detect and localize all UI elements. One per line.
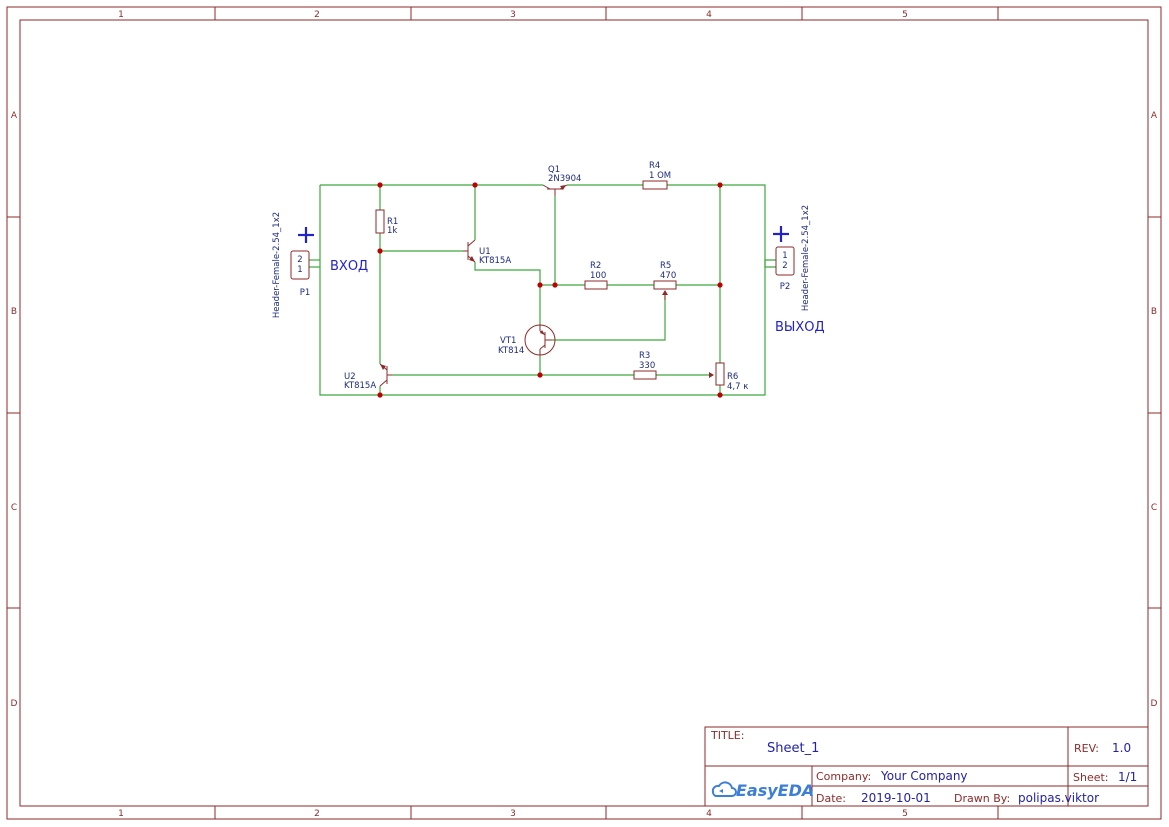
junction	[537, 372, 543, 378]
row-label-a-right: A	[1151, 111, 1158, 121]
col-label-5: 5	[902, 10, 908, 20]
connector-p1: 2 1 P1 Header-Female-2.54_1x2 ВХОД	[272, 212, 368, 318]
drawn-by-value: polipas.viktor	[1018, 791, 1099, 805]
row-label-c-right: C	[1151, 503, 1157, 513]
p1-pin-2: 2	[297, 255, 302, 265]
p1-footprint: Header-Female-2.54_1x2	[272, 212, 282, 318]
r6-ref: R6	[727, 372, 738, 382]
p1-ref: P1	[300, 288, 311, 298]
junction	[377, 248, 383, 254]
row-label-a: A	[11, 111, 18, 121]
r4-value: 1 OM	[649, 171, 671, 181]
col-label-1: 1	[118, 10, 124, 20]
rev-label: REV:	[1074, 742, 1099, 755]
p2-ref: P2	[780, 282, 791, 292]
u2-ref: U2	[344, 372, 356, 382]
r3-value: 330	[639, 361, 655, 371]
col-label-3: 3	[510, 10, 516, 20]
col-label-1-bottom: 1	[118, 809, 124, 819]
junction	[537, 282, 543, 288]
company-value: Your Company	[880, 769, 968, 783]
vt1-ref: VT1	[500, 336, 516, 346]
easyeda-logo-icon	[711, 781, 737, 797]
col-label-5-bottom: 5	[902, 809, 908, 819]
drawing-frame	[6, 6, 1162, 820]
r5-ref: R5	[660, 261, 671, 271]
r2-ref: R2	[590, 261, 601, 271]
q1-value: 2N3904	[548, 174, 581, 184]
p2-pin-1: 1	[782, 251, 787, 261]
sheet-label: Sheet:	[1073, 771, 1109, 784]
row-label-b-right: B	[1151, 307, 1157, 317]
transistor-u2: U2 KT815A	[344, 363, 392, 391]
output-caption: ВЫХОД	[775, 320, 825, 335]
r6-value: 4,7 к	[727, 382, 748, 392]
company-label: Company:	[816, 770, 871, 783]
date-label: Date:	[816, 792, 846, 805]
r3-ref: R3	[639, 351, 650, 361]
input-caption: ВХОД	[330, 259, 368, 274]
transistor-q1: Q1 2N3904	[542, 165, 581, 196]
resistor-r1: R1 1k	[375, 209, 398, 236]
r1-ref: R1	[387, 217, 398, 227]
junction	[377, 182, 383, 188]
date-value: 2019-10-01	[861, 791, 931, 805]
row-label-c: C	[11, 503, 17, 513]
junction	[377, 392, 383, 398]
col-label-3-bottom: 3	[510, 809, 516, 819]
sheet-value: 1/1	[1118, 770, 1137, 784]
drawn-by-label: Drawn By:	[954, 792, 1010, 805]
row-label-d: D	[11, 699, 18, 709]
junctions	[377, 182, 723, 398]
title-label: TITLE:	[710, 729, 744, 742]
potentiometer-r6: R6 4,7 к	[709, 362, 748, 392]
zone-labels: 1 2 3 4 5 1 2 3 4 5 A B C D A B C D	[11, 10, 1158, 819]
col-label-4-bottom: 4	[706, 809, 712, 819]
resistor-r4: R4 1 OM	[642, 161, 671, 190]
vt1-value: KT814	[498, 346, 524, 356]
u2-value: KT815A	[344, 381, 376, 391]
row-label-b: B	[11, 307, 17, 317]
r5-value: 470	[660, 271, 676, 281]
junction	[717, 282, 723, 288]
col-label-2-bottom: 2	[314, 809, 320, 819]
junction	[717, 392, 723, 398]
row-label-d-right: D	[1151, 699, 1158, 709]
potentiometer-r5: R5 470	[653, 261, 677, 300]
wires	[309, 184, 776, 396]
col-label-2: 2	[314, 10, 320, 20]
rev-value: 1.0	[1112, 741, 1131, 755]
junction	[717, 182, 723, 188]
p1-pin-1: 1	[297, 265, 302, 275]
transistor-u1: U1 KT815A	[463, 239, 511, 266]
junction	[472, 182, 478, 188]
junction	[552, 282, 558, 288]
connector-p2: 1 2 P2 Header-Female-2.54_1x2 ВЫХОД	[773, 205, 825, 335]
title-block: TITLE: Sheet_1 REV: 1.0 Company: Your Co…	[704, 726, 1149, 807]
p2-footprint: Header-Female-2.54_1x2	[801, 205, 811, 311]
col-label-4: 4	[706, 10, 712, 20]
q1-ref: Q1	[548, 165, 560, 175]
sheet-title: Sheet_1	[767, 741, 819, 756]
u1-value: KT815A	[479, 256, 511, 266]
u1-ref: U1	[479, 247, 491, 257]
transistor-vt1: VT1 KT814	[498, 324, 556, 356]
easyeda-logo-text: EasyEDA	[736, 781, 814, 800]
r4-ref: R4	[649, 161, 660, 171]
resistor-r3: R3 330	[633, 351, 657, 380]
r1-value: 1k	[387, 226, 397, 236]
p2-pin-2: 2	[782, 261, 787, 271]
r2-value: 100	[590, 271, 606, 281]
resistor-r2: R2 100	[584, 261, 608, 290]
